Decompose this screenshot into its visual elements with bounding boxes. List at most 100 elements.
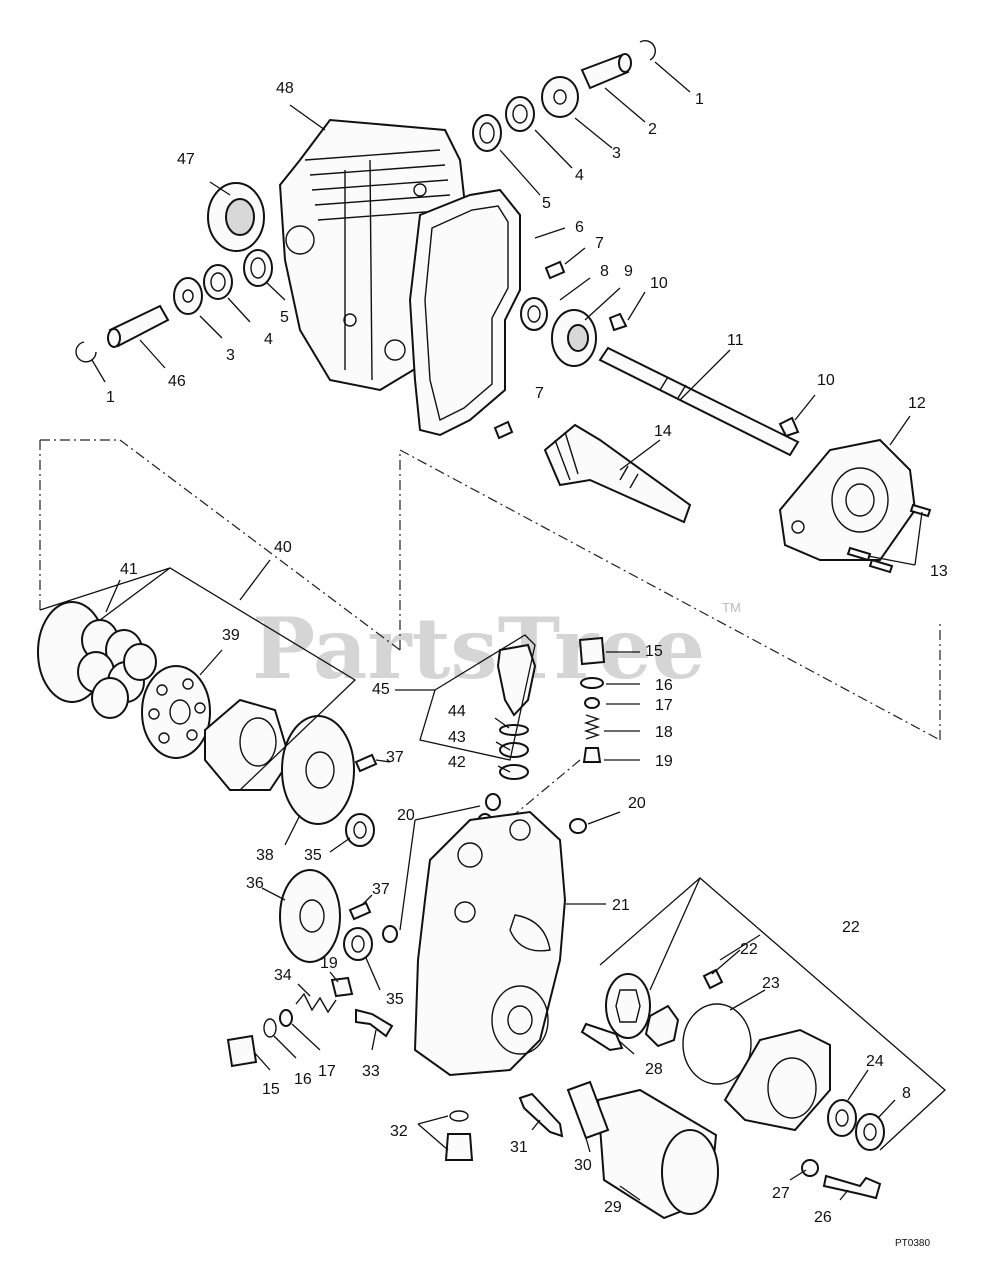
part-23-o-ring — [682, 1003, 752, 1085]
leader-lines — [91, 61, 923, 1201]
callout-14: 14 — [654, 423, 672, 440]
part-33-bolt — [355, 1008, 394, 1038]
callout-1-left: 1 — [106, 389, 115, 406]
callout-17-right: 17 — [655, 697, 673, 714]
callout-3-right: 3 — [612, 145, 621, 162]
part-3-washer-right — [541, 76, 579, 118]
callout-43: 43 — [448, 729, 466, 746]
part-24-bearing — [827, 1099, 857, 1137]
part-34-spring — [295, 992, 337, 1014]
callout-20-left: 20 — [397, 807, 415, 824]
callout-40: 40 — [274, 539, 292, 556]
callout-46: 46 — [168, 373, 186, 390]
part-32-plug — [444, 1110, 474, 1161]
callout-48: 48 — [276, 80, 294, 97]
part-4-seal-left — [203, 264, 233, 300]
part-29-filter — [596, 1088, 719, 1220]
part-37-pin-upper — [354, 753, 378, 773]
part-8-seal-upper — [520, 297, 548, 331]
part-16-washer — [580, 677, 604, 689]
part-38-thrust-plate — [281, 715, 355, 825]
part-35-bearing-upper — [345, 813, 375, 847]
part-47-bearing — [207, 182, 265, 252]
part-4-seal-right — [505, 96, 535, 132]
part-26-bolt — [822, 1174, 882, 1200]
part-11-shaft — [598, 346, 800, 457]
part-19-check-valve — [582, 747, 602, 763]
callout-38: 38 — [256, 847, 274, 864]
callout-28: 28 — [645, 1061, 663, 1078]
callout-35-lower: 35 — [386, 991, 404, 1008]
callout-12: 12 — [908, 395, 926, 412]
part-21-pump-body — [413, 810, 567, 1077]
callout-7-lower: 7 — [535, 385, 544, 402]
callout-4-right: 4 — [575, 167, 584, 184]
callout-11: 11 — [727, 332, 744, 349]
callout-45: 45 — [372, 681, 390, 698]
callout-9: 9 — [624, 263, 633, 280]
callout-26: 26 — [814, 1209, 832, 1226]
callout-4-left: 4 — [264, 331, 273, 348]
callout-10-upper: 10 — [650, 275, 668, 292]
callout-labels: 1 2 3 4 5 6 7 8 9 10 11 7 10 12 14 13 48… — [106, 80, 948, 1226]
part-22-cover — [723, 1028, 831, 1132]
part-27-washer — [801, 1159, 819, 1177]
callout-20-right: 20 — [628, 795, 646, 812]
part-6-gasket — [408, 188, 521, 437]
part-2-pin — [580, 53, 632, 90]
callout-2: 2 — [648, 121, 657, 138]
part-7-dowel-pin-upper — [544, 260, 566, 280]
callout-16-left: 16 — [294, 1071, 312, 1088]
callout-13: 13 — [930, 563, 948, 580]
callout-8-upper: 8 — [600, 263, 609, 280]
part-12-center-housing — [778, 438, 917, 561]
callout-32: 32 — [390, 1123, 408, 1140]
part-15-plug — [578, 636, 606, 666]
part-35-bearing-lower — [343, 927, 373, 961]
callout-37-upper: 37 — [386, 749, 404, 766]
callout-18: 18 — [655, 724, 673, 741]
callout-15-right: 15 — [645, 643, 663, 660]
part-10-key-upper — [608, 312, 628, 332]
watermark-trademark: TM — [722, 600, 741, 615]
part-36-thrust-plate — [279, 869, 341, 963]
callout-5-left: 5 — [280, 309, 289, 326]
callout-6: 6 — [575, 219, 584, 236]
callout-22-mid: 22 — [740, 941, 758, 958]
callout-34: 34 — [274, 967, 292, 984]
part-17-washer — [584, 697, 600, 709]
part-45-relief-valve — [496, 643, 537, 780]
part-16-washer-lower — [263, 1018, 277, 1038]
callout-35-upper: 35 — [304, 847, 322, 864]
part-8-seal-lower — [855, 1113, 885, 1151]
callout-16-right: 16 — [655, 677, 673, 694]
callout-15-left: 15 — [262, 1081, 280, 1098]
callout-27: 27 — [772, 1185, 790, 1202]
callout-42: 42 — [448, 754, 466, 771]
callout-3-left: 3 — [226, 347, 235, 364]
part-22-key — [702, 968, 724, 990]
part-37-pin-lower — [348, 901, 372, 921]
callout-24: 24 — [866, 1053, 884, 1070]
part-1-snap-ring-right — [639, 40, 656, 61]
callout-44: 44 — [448, 703, 466, 720]
part-5-needle-bearing-right — [472, 114, 502, 152]
callout-33: 33 — [362, 1063, 380, 1080]
part-3-washer-left — [173, 277, 203, 315]
callout-31: 31 — [510, 1139, 528, 1156]
group-brackets — [39, 567, 946, 1151]
callout-22-right: 22 — [842, 919, 860, 936]
part-5-needle-bearing-left — [243, 249, 273, 287]
part-1-snap-ring-left — [75, 341, 97, 363]
callout-23: 23 — [762, 975, 780, 992]
callout-19-left: 19 — [320, 955, 338, 972]
part-9-bearing — [551, 309, 597, 367]
part-22-gerotor-inner — [644, 1004, 680, 1048]
alignment-lines — [39, 439, 941, 861]
part-28-bolt — [580, 1022, 624, 1052]
callout-47: 47 — [177, 151, 195, 168]
part-41-cylinder-block — [37, 601, 157, 719]
callout-17-left: 17 — [318, 1063, 336, 1080]
callout-8-lower: 8 — [902, 1085, 911, 1102]
callout-7-upper: 7 — [595, 235, 604, 252]
